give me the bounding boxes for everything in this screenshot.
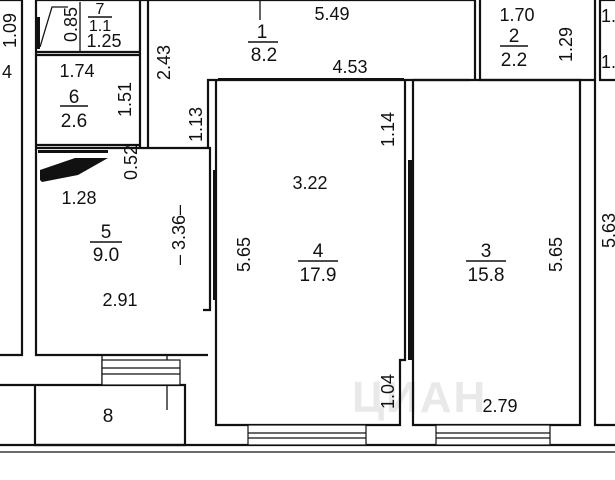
room-5-number: 5: [101, 222, 112, 243]
room-labels: 1 8.2 2 2.2 3 15.8 4 17.9 5 9.0 6 2.6 7 …: [60, 1, 528, 427]
dim-1-25: 1.25: [86, 31, 121, 51]
walls: [0, 0, 615, 453]
dim-1-70: 1.70: [499, 5, 534, 25]
door-markers: [36, 6, 412, 360]
dim-5-65-a: 5.65: [234, 237, 254, 272]
dim-4-edge: 4: [2, 62, 12, 82]
dim-3-36: – 3.36–: [169, 205, 189, 265]
dim-1-13: 1.13: [186, 107, 206, 142]
windows: [101, 359, 551, 446]
dim-0-52: 0.52: [121, 145, 141, 180]
dim-1-74: 1.74: [59, 61, 94, 81]
room-1-area: 8.2: [251, 45, 277, 66]
dim-1-51: 1.51: [115, 82, 135, 117]
watermark-text: ЦИАН: [352, 373, 487, 422]
room-8-number: 8: [103, 406, 114, 427]
dim-5-65-b: 5.65: [546, 237, 566, 272]
room-5-area: 9.0: [93, 245, 119, 266]
room-6-area: 2.6: [61, 111, 87, 132]
dim-2-43: 2.43: [154, 45, 174, 80]
room-1-number: 1: [257, 22, 268, 43]
dim-2-79: 2.79: [482, 396, 517, 416]
room-7-area: 1.1: [89, 18, 111, 35]
room-3-area: 15.8: [468, 265, 505, 286]
dim-1-14: 1.14: [378, 112, 398, 147]
dim-right-2: 1.: [601, 52, 615, 72]
room-6-number: 6: [69, 87, 80, 108]
dim-1-04: 1.04: [378, 374, 398, 409]
dim-3-22: 3.22: [292, 173, 327, 193]
room-4-area: 17.9: [300, 265, 337, 286]
room-2-number: 2: [509, 26, 520, 47]
room-7-number: 7: [96, 1, 105, 18]
dim-1-29: 1.29: [556, 27, 576, 62]
dimension-labels: 1.09 4 0.85 1.25 5.49 1.70 1.29 1. 1. 2.…: [0, 0, 615, 416]
room-2-area: 2.2: [501, 50, 527, 71]
dim-4-53: 4.53: [332, 57, 367, 77]
room-4-number: 4: [313, 241, 324, 262]
dim-right-1: 1.: [601, 6, 615, 26]
dim-1-28: 1.28: [61, 188, 96, 208]
dim-2-91: 2.91: [102, 290, 137, 310]
dim-5-49: 5.49: [314, 4, 349, 24]
dim-0-85: 0.85: [61, 7, 81, 42]
room-3-number: 3: [481, 241, 492, 262]
dim-1-09: 1.09: [0, 13, 20, 48]
dim-5-63: 5.63: [599, 213, 615, 248]
